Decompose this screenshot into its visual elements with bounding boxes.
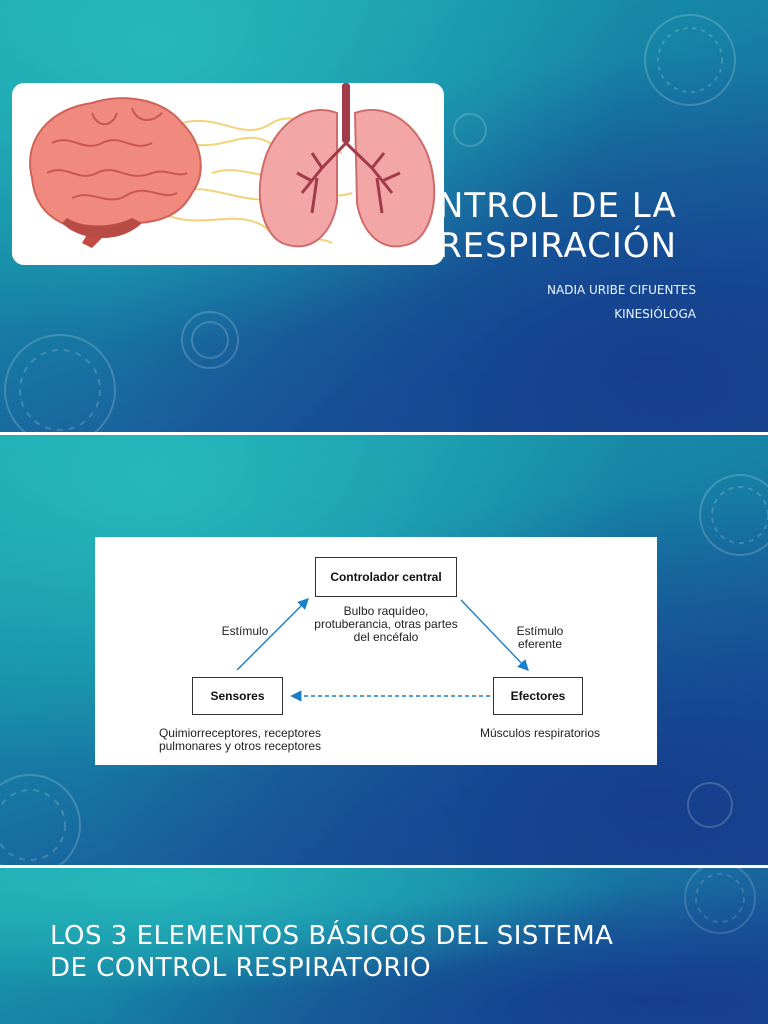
sensors-desc-line-1: Quimiorreceptores, receptores: [158, 726, 322, 740]
slide-title: NTROL DE LA RESPIRACIÓN NADIA URIBE CIFU…: [0, 0, 768, 432]
author-role: KINESIÓLOGA: [614, 307, 696, 321]
sensors-desc-line-2: pulmonares y otros receptores: [158, 739, 322, 753]
central-desc-line-3: del encéfalo: [353, 630, 419, 644]
brain-lungs-illustration: [12, 83, 444, 265]
sensors-box: Sensores: [192, 677, 283, 715]
lungs-icon: [258, 83, 436, 248]
stimulus-right-line-1: Estímulo: [516, 624, 564, 638]
decorative-circles: [4, 14, 736, 432]
slide-title-text: NTROL DE LA RESPIRACIÓN: [438, 186, 738, 266]
central-controller-desc: Bulbo raquídeo, protuberancia, otras par…: [295, 605, 477, 644]
central-controller-box: Controlador central: [315, 557, 457, 597]
decorative-circles: [684, 868, 756, 934]
arrow-sensors-to-central: [236, 598, 309, 671]
title-line-2: RESPIRACIÓN: [438, 226, 678, 266]
effectors-desc: Músculos respiratorios: [479, 726, 601, 740]
slide-diagram: Controlador central Bulbo raquídeo, prot…: [0, 435, 768, 865]
sensors-desc: Quimiorreceptores, receptores pulmonares…: [135, 727, 345, 753]
respiratory-control-diagram: Controlador central Bulbo raquídeo, prot…: [95, 537, 657, 765]
stimulus-label-right: Estímulo eferente: [500, 625, 580, 651]
slide-heading: LOS 3 ELEMENTOS BÁSICOS DEL SISTEMA DE C…: [0, 868, 768, 1024]
central-desc-line-2: protuberancia, otras partes: [314, 617, 458, 631]
stimulus-label-left: Estímulo: [221, 624, 269, 638]
stimulus-right-line-2: eferente: [517, 637, 563, 651]
brain-icon: [29, 97, 202, 248]
heading-line-1: LOS 3 ELEMENTOS BÁSICOS DEL SISTEMA: [50, 921, 614, 951]
central-desc-line-1: Bulbo raquídeo,: [343, 604, 429, 618]
diagram-arrows: [236, 598, 529, 702]
effectors-box: Efectores: [493, 677, 583, 715]
author-name: NADIA URIBE CIFUENTES: [547, 283, 696, 297]
heading-line-2: DE CONTROL RESPIRATORIO: [50, 953, 432, 983]
section-heading: LOS 3 ELEMENTOS BÁSICOS DEL SISTEMA DE C…: [50, 920, 730, 984]
arrow-central-to-effectors: [460, 599, 529, 672]
decorative-circles: [0, 474, 768, 865]
title-line-1: NTROL DE LA: [438, 186, 677, 226]
